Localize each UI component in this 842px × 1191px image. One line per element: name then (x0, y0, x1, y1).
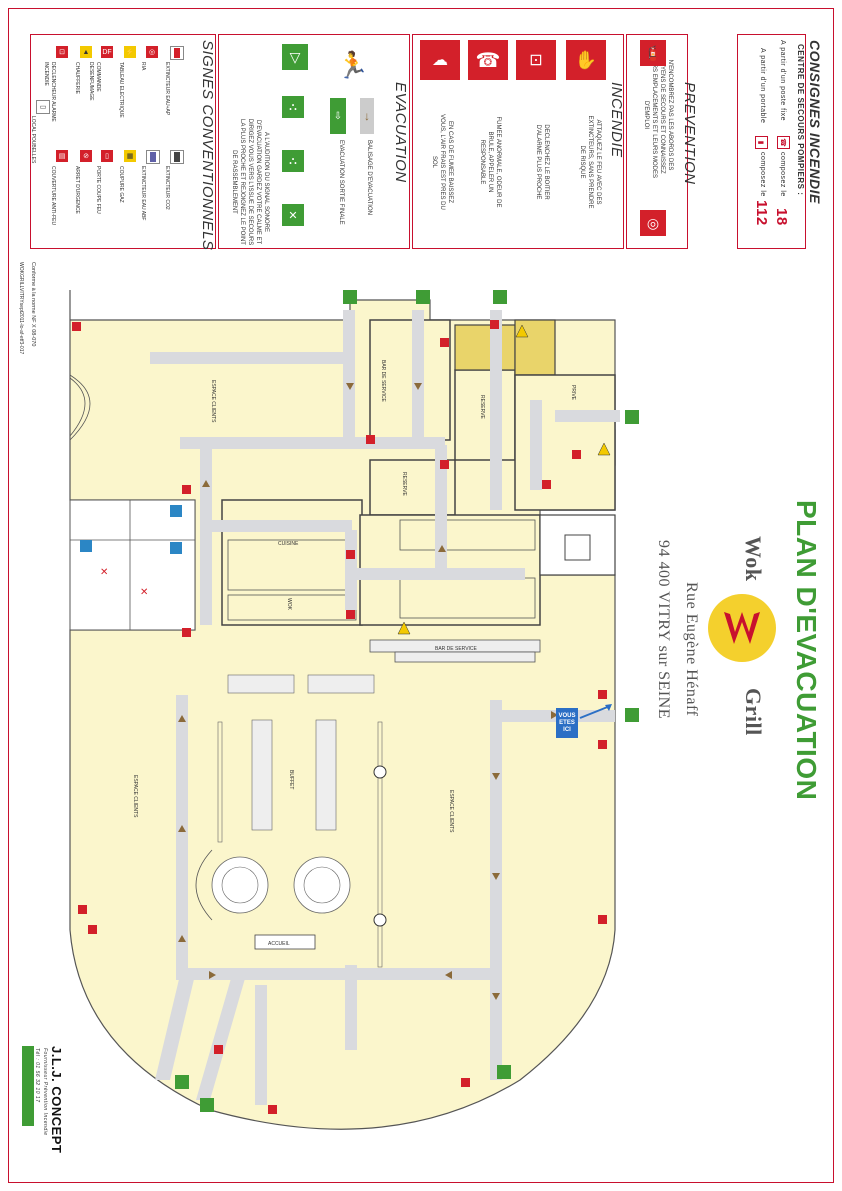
evacuation-box (218, 34, 410, 249)
map-label-reserve-2: RESERVE (401, 472, 407, 496)
chaufferie-icon: ▲ (80, 46, 92, 58)
extincteur-co2-icon (170, 150, 184, 164)
company-badge (22, 1046, 34, 1126)
local-poubelles-icon: ▭ (36, 100, 50, 114)
fire-extinguisher-icon: 🧯 (640, 40, 666, 66)
you-are-here-marker: VOUS ETES ICI (556, 708, 578, 738)
tableau-electrique-icon: ⚡ (124, 46, 136, 58)
map-label-cuisine: CUISINE (278, 541, 299, 547)
assembly-group-icon: ⛬ (282, 96, 304, 118)
extincteur-eau-ap-icon (170, 46, 184, 60)
coupure-gaz-icon: ▦ (124, 150, 136, 162)
fire-person-icon: ✋ (566, 40, 606, 80)
ria-icon: ◎ (146, 46, 158, 58)
map-label-espace-clients-2: ESPACE CLIENTS (132, 775, 138, 818)
running-man-icon: 🏃 (330, 42, 376, 88)
map-label-prive: PRIVE (570, 385, 576, 401)
alarme-incendie-icon: ⊡ (56, 46, 68, 58)
svg-text:✕: ✕ (100, 567, 108, 578)
you-are-here-arrow (579, 704, 612, 719)
exit-arrow-down-icon: ↓ (360, 98, 374, 134)
map-label-accueil: ACCUEIL (268, 941, 290, 947)
no-entry-icon: ✕ (282, 204, 304, 226)
smoke-crawl-icon: ☁ (420, 40, 460, 80)
company-tagline: Fournisseur Prévention Incendie (42, 1048, 48, 1136)
commande-desenfumage-icon: DF (101, 46, 113, 58)
map-label-bar-service-1: BAR DE SERVICE (380, 360, 386, 403)
company-name: J.L.J. CONCEPT (49, 1046, 64, 1154)
emergency-exit-icon: ⇩ (330, 98, 346, 134)
signes-box (30, 34, 216, 249)
wok-grill-logo (708, 594, 776, 662)
company-phone: Tél : 01 56 32 10 17 (34, 1048, 40, 1103)
prevention-box (626, 34, 688, 249)
alarm-box-icon: ⊡ (516, 40, 556, 80)
telephone-alert-icon: ☎ (468, 40, 508, 80)
fire-hose-icon: ◎ (640, 210, 666, 236)
you-are-here-label: VOUS ETES ICI (558, 712, 576, 733)
porte-coupe-feu-icon: ▯ (101, 150, 113, 162)
page-frame (8, 8, 834, 1183)
map-label-reserve-1: RESERVE (479, 395, 485, 419)
map-label-espace-clients-1: ESPACE CLIENTS (210, 380, 216, 423)
arret-urgence-icon: ⊘ (80, 150, 92, 162)
assembly-group-icon-2: ⛬ (282, 150, 304, 172)
map-label-espace-clients-3: ESPACE CLIENTS (448, 790, 454, 833)
map-label-buffet: BUFFET (288, 770, 294, 789)
map-label-bar-service-2: BAR DE SERVICE (435, 646, 478, 652)
map-label-wok: WOK (286, 598, 292, 611)
couverture-antifeu-icon: ▤ (56, 150, 68, 162)
consignes-box (737, 34, 806, 249)
svg-text:✕: ✕ (140, 587, 148, 598)
assembly-point-icon: ▽ (282, 44, 308, 70)
extincteur-eau-abf-icon (146, 150, 160, 164)
